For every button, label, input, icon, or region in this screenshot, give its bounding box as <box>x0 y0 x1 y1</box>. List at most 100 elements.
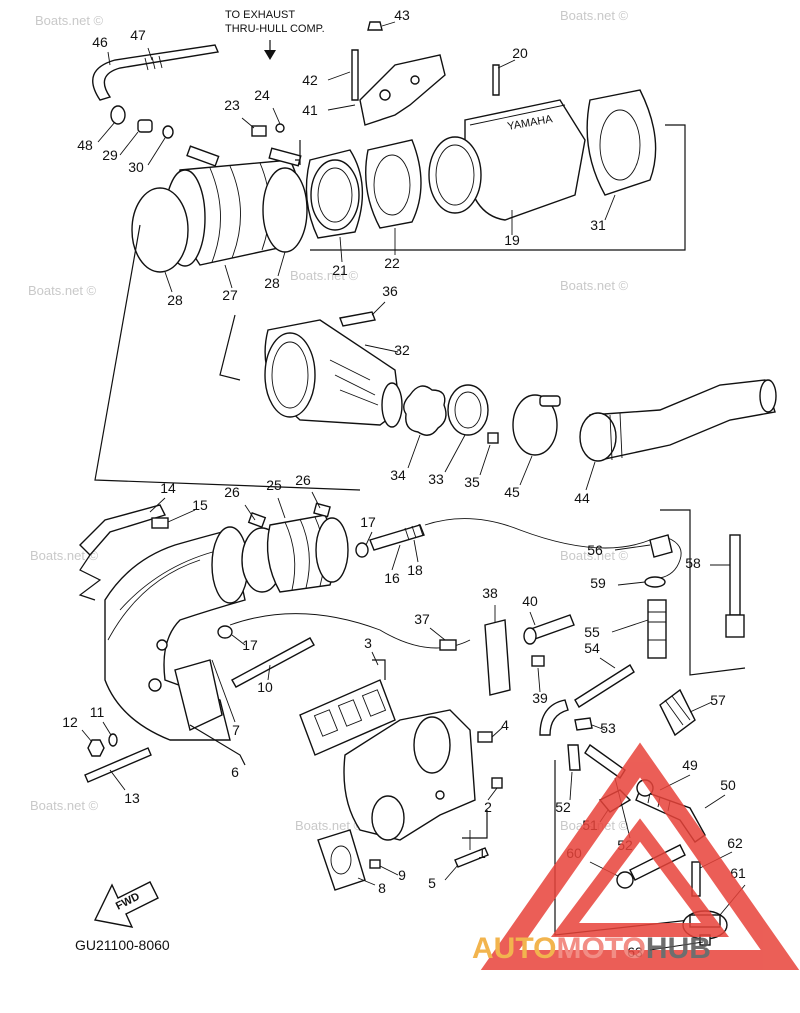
bracket-line-6 <box>189 724 246 766</box>
callout-leader-35 <box>479 444 491 476</box>
callout-62: 62 <box>727 835 743 851</box>
callout-leader-39 <box>537 667 541 693</box>
callout-50: 50 <box>720 777 736 793</box>
fitting-55 <box>647 599 667 659</box>
clamp-17b <box>217 625 233 639</box>
bolt-15 <box>151 517 169 529</box>
hose-46 <box>92 44 219 101</box>
gasket-8 <box>317 829 366 891</box>
gasket-31 <box>586 89 657 196</box>
callout-46: 46 <box>92 34 108 50</box>
callout-58: 58 <box>685 555 701 571</box>
callout-25: 25 <box>266 477 282 493</box>
callout-61: 61 <box>730 865 746 881</box>
callout-24: 24 <box>254 87 270 103</box>
watermark-4: Boats.net © <box>290 268 359 283</box>
callout-leader-42 <box>327 71 351 81</box>
callout-leader-4 <box>491 726 504 738</box>
bolt-36 <box>339 311 376 327</box>
callout-42: 42 <box>302 72 318 88</box>
callout-leader-32 <box>364 344 399 353</box>
callout-28: 28 <box>264 275 280 291</box>
callout-21: 21 <box>332 262 348 278</box>
bracket-line-left <box>94 224 361 491</box>
watermarks: Boats.net © Boats.net © Boats.net © Boat… <box>28 8 629 833</box>
callout-leader-40 <box>529 611 536 626</box>
callout-leader-24 <box>272 107 281 125</box>
pipe-54 <box>574 664 635 708</box>
callout-leader-45 <box>519 455 533 486</box>
callout-leader-56 <box>614 544 651 551</box>
hose-56 <box>659 537 682 579</box>
bracket-41 <box>359 54 446 126</box>
callout-1: 1 <box>478 845 486 861</box>
bracket-line-upper <box>295 140 301 165</box>
callout-38: 38 <box>482 585 498 601</box>
callout-10: 10 <box>257 679 273 695</box>
callout-3: 3 <box>364 635 372 651</box>
bracket-line-14 <box>78 554 102 601</box>
callout-23: 23 <box>224 97 240 113</box>
callout-16: 16 <box>384 570 400 586</box>
chamber-32 <box>264 319 403 428</box>
hose-clamp-47 <box>144 55 163 71</box>
callout-leader-33 <box>444 434 466 473</box>
clamp-53 <box>574 717 593 731</box>
washer-30 <box>162 125 174 139</box>
callout-leader-14 <box>149 497 166 513</box>
callout-30: 30 <box>128 159 144 175</box>
bracket-line-3 <box>372 659 386 680</box>
callout-leader-26 <box>244 504 256 521</box>
callout-18: 18 <box>407 562 423 578</box>
gasket-22 <box>365 139 422 229</box>
callout-54: 54 <box>584 640 600 656</box>
callout-2: 2 <box>484 799 492 815</box>
callout-11: 11 <box>90 704 105 720</box>
callout-leader-34 <box>407 434 421 469</box>
callout-27: 27 <box>222 287 238 303</box>
callout-leader-2 <box>487 787 498 801</box>
callout-leader-46 <box>107 51 111 66</box>
callout-leader-44 <box>585 461 596 491</box>
washer-11 <box>108 733 118 747</box>
callout-34: 34 <box>390 467 406 483</box>
callout-leader-15 <box>167 509 196 523</box>
callout-leader-16 <box>391 544 401 571</box>
logo-triangle-inner <box>551 818 729 937</box>
callout-31: 31 <box>590 217 606 233</box>
watermark-5: Boats.net © <box>560 278 629 293</box>
gasket-3 <box>299 679 396 756</box>
callout-leader-53 <box>591 724 606 731</box>
callout-45: 45 <box>504 484 520 500</box>
callout-leader-55 <box>611 619 649 633</box>
washer-24 <box>275 123 285 133</box>
manifold-6 <box>104 526 249 741</box>
callout-7: 7 <box>232 722 240 738</box>
callout-leader-29 <box>119 131 139 156</box>
callout-22: 22 <box>384 255 400 271</box>
fitting-29 <box>137 119 153 133</box>
hose-16 <box>369 524 425 551</box>
clamp-28a <box>131 187 189 273</box>
callout-14: 14 <box>160 480 176 496</box>
elbow-52a <box>567 744 581 771</box>
callout-leader-13 <box>109 769 126 791</box>
callout-leader-28 <box>164 271 173 293</box>
bolt-20 <box>492 64 500 96</box>
callout-13: 13 <box>124 790 140 806</box>
callout-29: 29 <box>102 147 118 163</box>
callout-39: 39 <box>532 690 548 706</box>
watermark-1: Boats.net © <box>35 13 104 28</box>
watermark-7: Boats.net © <box>560 548 629 563</box>
logo-text: AUTOMOTOHUB <box>472 932 711 965</box>
callout-26: 26 <box>224 484 240 500</box>
bracket-38 <box>484 619 511 696</box>
callout-53: 53 <box>600 720 616 736</box>
nut-12 <box>87 739 105 757</box>
watermark-2: Boats.net © <box>560 8 629 23</box>
callout-leader-9 <box>379 865 399 876</box>
clamp-48 <box>110 105 126 125</box>
diagram-code: GU21100-8060 <box>75 937 170 953</box>
muffler-19: YAMAHA <box>428 99 586 221</box>
